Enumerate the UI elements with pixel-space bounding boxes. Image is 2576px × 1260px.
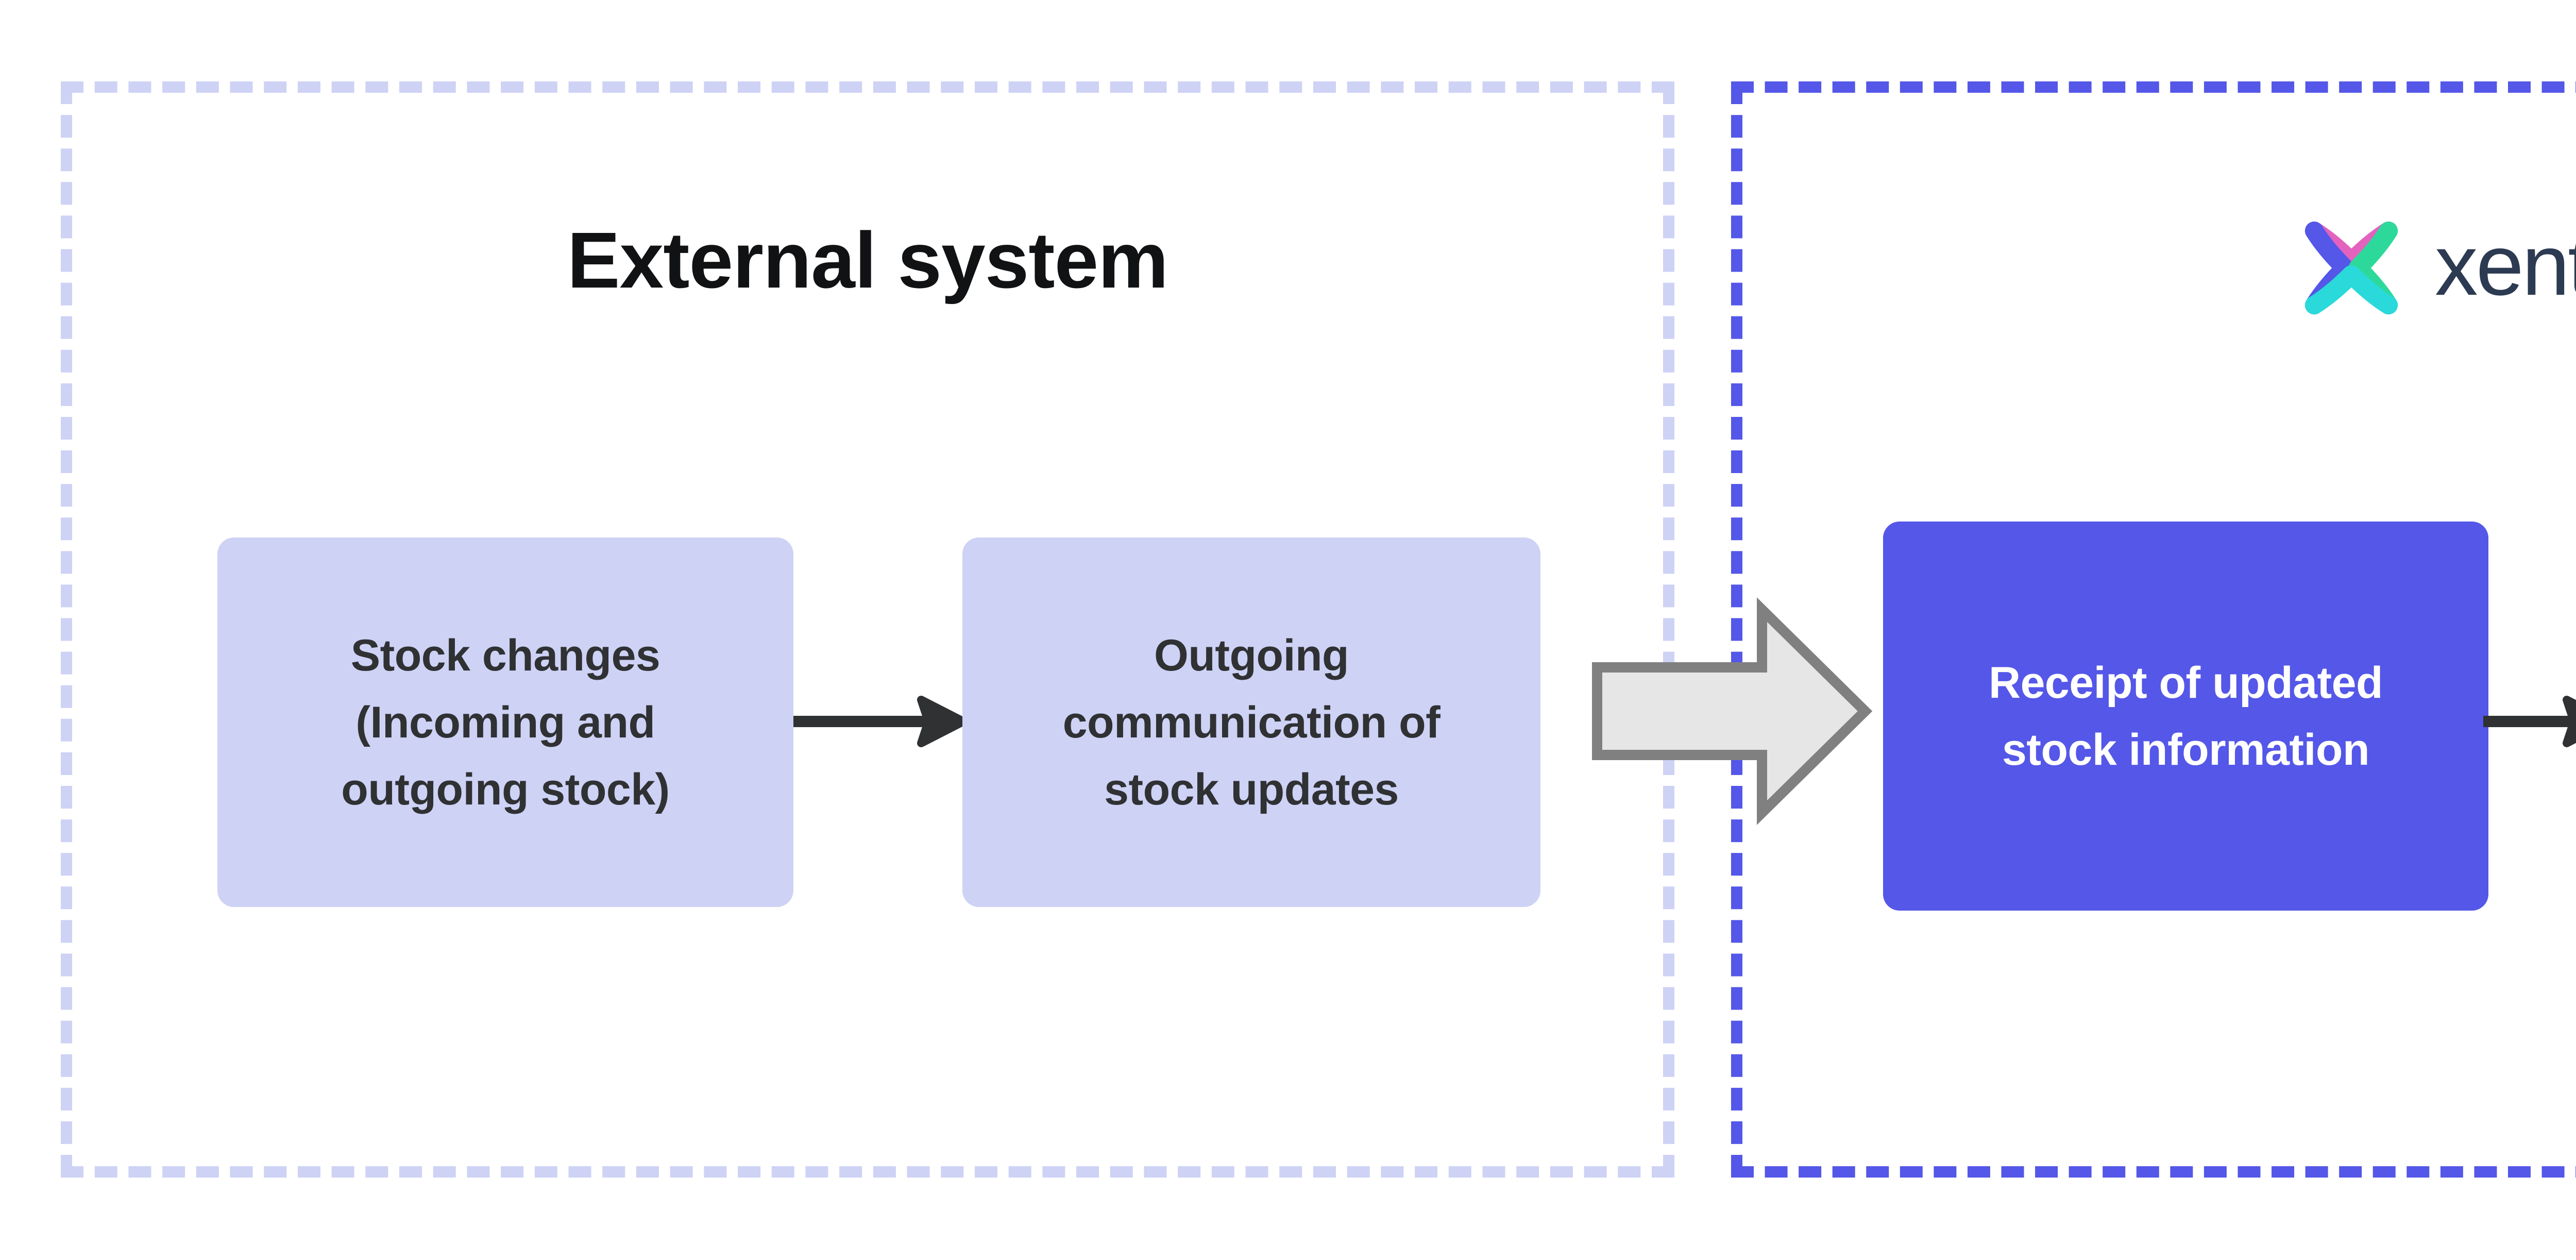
xentral-wordmark-text: xentral: [2435, 219, 2576, 313]
box-outgoing-communication-label: Outgoing communication of stock updates: [1062, 630, 1440, 814]
box-stock-changes-label: Stock changes (Incoming and outgoing sto…: [341, 630, 670, 814]
box-outgoing-communication[interactable]: Outgoing communication of stock updates: [962, 537, 1540, 907]
xentral-logo-mark: [2305, 221, 2398, 315]
arrow-stock-to-outgoing-icon: [793, 696, 968, 747]
box-receipt-updated-stock-label: Receipt of updated stock information: [1988, 658, 2383, 775]
box-receipt-updated-stock[interactable]: Receipt of updated stock information: [1883, 522, 2488, 911]
panel-external-system: [61, 81, 1674, 1178]
block-arrow-transfer-icon: [1592, 597, 1873, 825]
panel-xentral: [1731, 81, 2576, 1178]
xentral-wordmark: xentral: [2435, 219, 2576, 313]
xentral-logo: xentral: [1731, 204, 2576, 332]
arrow-receipt-to-updated-icon: [2483, 696, 2576, 747]
panel-external-system-title: External system: [567, 216, 1168, 305]
box-stock-changes[interactable]: Stock changes (Incoming and outgoing sto…: [217, 537, 793, 907]
